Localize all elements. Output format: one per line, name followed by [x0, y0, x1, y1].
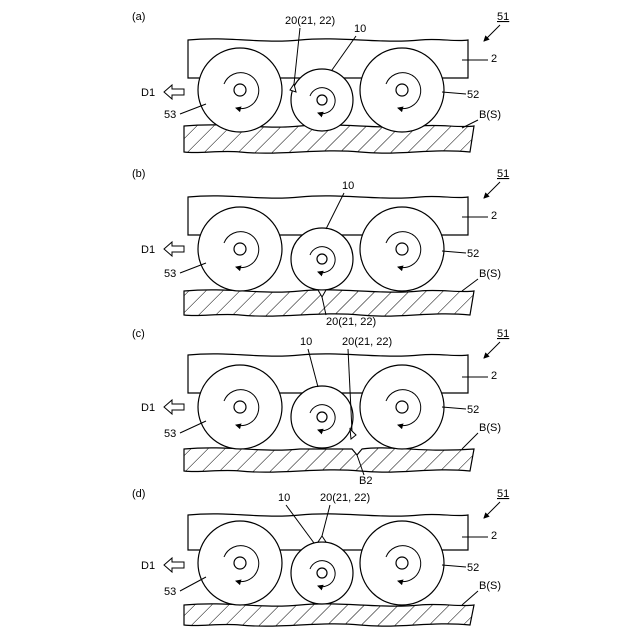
ref-recess-label: B2 [359, 475, 372, 487]
left-roller-axle [234, 243, 246, 255]
direction-arrow-icon [164, 558, 184, 572]
ref-left-roller-leader [180, 577, 206, 591]
ref-direction-label: D1 [141, 244, 155, 256]
ref-body-label: 2 [491, 53, 497, 65]
ref-left-roller-leader [180, 421, 206, 433]
ref-device-arrow [484, 342, 500, 358]
ref-protrusion-label: 20(21, 22) [320, 492, 370, 504]
panel-label: (c) [132, 328, 145, 340]
ref-body-label: 2 [491, 370, 497, 382]
ref-left-roller-label: 53 [164, 428, 176, 440]
ref-small-roller-label: 10 [354, 23, 366, 35]
panel-label: (a) [132, 11, 145, 23]
right-roller-axle [396, 84, 408, 96]
left-roller-axle [234, 557, 246, 569]
direction-arrow-icon [164, 85, 184, 99]
ref-right-roller-leader [442, 407, 466, 409]
ref-surface-label: B(S) [479, 109, 501, 121]
ref-device-label: 51 [497, 168, 509, 180]
ref-surface-label: B(S) [479, 268, 501, 280]
panel-label: (d) [132, 488, 145, 500]
ref-protrusion-label: 20(21, 22) [326, 316, 376, 328]
right-roller-axle [396, 401, 408, 413]
ref-device-arrow [484, 182, 500, 198]
left-roller-axle [234, 84, 246, 96]
ref-right-roller-leader [442, 251, 466, 253]
ref-small-roller-label: 10 [342, 180, 354, 192]
ref-surface-leader [462, 591, 478, 605]
ref-direction-label: D1 [141, 560, 155, 572]
ref-surface-label: B(S) [479, 422, 501, 434]
ground-surface [184, 604, 474, 626]
ref-body-label: 2 [491, 530, 497, 542]
ref-left-roller-label: 53 [164, 586, 176, 598]
ref-device-arrow [484, 502, 500, 518]
ref-right-roller-leader [442, 565, 466, 567]
panel-d: (d) 51 2 B(S) 10 20(21, 22) D1 53 52 [132, 488, 509, 626]
panel-c: (c) 51 2 B(S) 10 20(21, 22) B2 D1 53 52 [132, 328, 509, 487]
right-roller-axle [396, 243, 408, 255]
ground-surface [184, 290, 474, 316]
small-roller-axle [317, 568, 327, 578]
ref-device-label: 51 [497, 328, 509, 340]
ref-right-roller-label: 52 [467, 89, 479, 101]
ref-device-label: 51 [497, 488, 509, 500]
ref-device-label: 51 [497, 11, 509, 23]
ref-right-roller-leader [442, 92, 466, 94]
ref-left-roller-label: 53 [164, 109, 176, 121]
ref-surface-leader [462, 279, 478, 291]
ref-surface-leader [462, 433, 478, 449]
ground-surface [184, 448, 474, 472]
direction-arrow-icon [164, 242, 184, 256]
ref-right-roller-label: 52 [467, 248, 479, 260]
panel-a: (a) 51 2 B(S) 20(21, 22) 10 D1 53 52 [132, 11, 509, 153]
ref-protrusion-label: 20(21, 22) [285, 15, 335, 27]
direction-arrow-icon [164, 400, 184, 414]
right-roller-axle [396, 557, 408, 569]
ref-direction-label: D1 [141, 402, 155, 414]
small-roller-axle [317, 254, 327, 264]
ref-direction-label: D1 [141, 87, 155, 99]
ref-surface-label: B(S) [479, 580, 501, 592]
small-roller-axle [317, 412, 327, 422]
ref-body-label: 2 [491, 210, 497, 222]
ref-left-roller-label: 53 [164, 268, 176, 280]
panel-b: (b) 51 2 B(S) 10 20(21, 22) D1 53 52 [132, 168, 509, 328]
ref-right-roller-label: 52 [467, 404, 479, 416]
ref-device-arrow [484, 25, 500, 41]
ref-small-roller-label: 10 [300, 336, 312, 348]
left-roller-axle [234, 401, 246, 413]
panel-label: (b) [132, 168, 145, 180]
ref-protrusion-label: 20(21, 22) [342, 336, 392, 348]
ref-right-roller-label: 52 [467, 562, 479, 574]
small-roller-axle [317, 95, 327, 105]
protrusion [350, 429, 356, 439]
ref-small-roller-label: 10 [278, 492, 290, 504]
